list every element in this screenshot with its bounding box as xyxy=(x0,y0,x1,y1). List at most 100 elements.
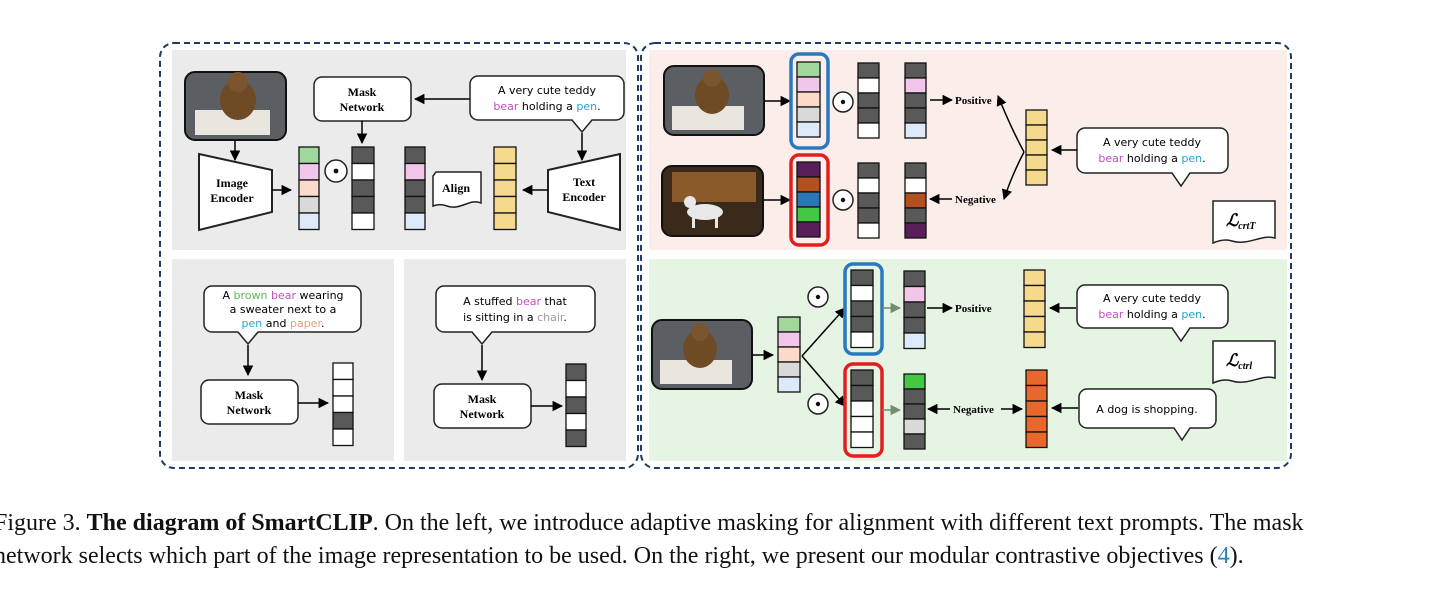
image-feature-left-cell xyxy=(298,179,320,198)
masked-feature-left-cell xyxy=(404,146,426,165)
text-feature-bottom xyxy=(1023,269,1046,349)
odot-positive-top xyxy=(832,91,854,113)
mask-vector-left xyxy=(351,146,375,231)
teddy-feature-top xyxy=(796,61,821,138)
prompt-bubble-dog xyxy=(1078,388,1217,442)
mask-network-a-box xyxy=(200,379,299,425)
masked-pos-top-cell xyxy=(904,107,927,124)
odot-negative-top xyxy=(832,189,854,211)
text-encoder-label-2: Encoder xyxy=(562,190,606,204)
negative-feature-outline xyxy=(789,153,830,247)
text-feature-left-cell xyxy=(493,212,517,231)
text-feature-left-cell xyxy=(493,146,517,165)
text-encoder-label-1: Text xyxy=(573,175,595,189)
masked-pos-bottom xyxy=(903,270,926,350)
masked-neg-bottom xyxy=(903,373,926,450)
teddy-feature-bottom-cell xyxy=(777,316,801,333)
image-encoder-label-2: Encoder xyxy=(210,191,254,205)
mask-pos-bottom-cell xyxy=(850,315,874,333)
positive-mask-outline xyxy=(843,262,884,356)
masked-pos-bottom-cell xyxy=(903,270,926,288)
text-encoder xyxy=(547,152,621,232)
masked-neg-top-cell xyxy=(904,192,927,209)
loss-box-bottom xyxy=(1212,340,1276,385)
mask-vector-left-cell xyxy=(351,179,375,198)
text-feature-bottom-cell xyxy=(1023,315,1046,333)
mask-vector-b-cell xyxy=(565,396,587,415)
mask-vector-b-cell xyxy=(565,379,587,398)
feature-vector-stacks xyxy=(298,61,1048,450)
prompt-main-line2: bear holding a pen. xyxy=(493,100,600,113)
dog-feature-top-cell xyxy=(796,191,821,208)
mask-vector-left-cell xyxy=(351,195,375,214)
text-feature-top-cell xyxy=(1025,109,1048,126)
mask-vector-b-cell xyxy=(565,363,587,382)
mask-neg-bottom-cell xyxy=(850,384,874,402)
text-feature-dog-cell xyxy=(1025,415,1048,433)
text-feature-top-cell xyxy=(1025,139,1048,156)
teddy-feature-bottom-cell xyxy=(777,376,801,393)
negative-label-top: Negative xyxy=(955,194,996,206)
teddy-photo xyxy=(184,71,287,141)
masked-pos-top-cell xyxy=(904,122,927,139)
masked-feature-left xyxy=(404,146,426,231)
mask-vector-left-cell xyxy=(351,212,375,231)
text-feature-dog-cell xyxy=(1025,400,1048,418)
left-frame xyxy=(159,42,639,469)
mask-neg-top xyxy=(857,162,880,239)
masked-neg-top-cell xyxy=(904,162,927,179)
prompt-teddy-top-line1: A very cute teddy xyxy=(1103,136,1201,149)
dog-feature-top-cell xyxy=(796,221,821,238)
prompt-a-line1: A brown bear wearing xyxy=(222,289,343,302)
text-feature-bottom-cell xyxy=(1023,300,1046,318)
prompt-b-line2: is sitting in a chair. xyxy=(463,311,567,324)
text-feature-left xyxy=(493,146,517,231)
masked-neg-bottom-cell xyxy=(903,388,926,405)
positive-feature-outline xyxy=(789,52,830,150)
prompt-a-line3: pen and paper. xyxy=(242,317,325,330)
masked-neg-top-cell xyxy=(904,222,927,239)
odot-negative-bottom xyxy=(807,393,829,415)
masked-neg-bottom-cell xyxy=(903,433,926,450)
text-feature-top xyxy=(1025,109,1048,186)
mask-neg-top-cell xyxy=(857,207,880,224)
mask-vector-a-cell xyxy=(332,428,354,447)
text-feature-dog-cell xyxy=(1025,431,1048,449)
mask-vector-left-cell xyxy=(351,162,375,181)
image-feature-left-cell xyxy=(298,146,320,165)
prompt-bubble-a xyxy=(203,285,362,346)
smartclip-diagram: Image Encoder Mask Network A very cute t… xyxy=(159,42,1292,469)
mask-pos-top-cell xyxy=(857,122,880,139)
teddy-feature-bottom xyxy=(777,316,801,393)
mask-neg-bottom-cell xyxy=(850,431,874,449)
mask-vector-b-cell xyxy=(565,429,587,448)
image-feature-left-cell xyxy=(298,162,320,181)
mask-pos-top-cell xyxy=(857,107,880,124)
mask-pos-top-cell xyxy=(857,62,880,79)
align-label-box xyxy=(432,171,482,208)
mask-pos-bottom xyxy=(850,269,874,349)
negative-label-bottom: Negative xyxy=(953,404,994,416)
prompt-a-line2: a sweater next to a xyxy=(230,303,337,316)
text-feature-bottom-cell xyxy=(1023,331,1046,349)
image-feature-left-cell xyxy=(298,212,320,231)
mask-network-a-label-1: Mask xyxy=(235,388,264,402)
mask-pos-bottom-cell xyxy=(850,269,874,287)
right-frame xyxy=(640,42,1292,469)
teddy-feature-top-cell xyxy=(796,61,821,78)
mask-network-label-2: Network xyxy=(340,100,385,114)
mask-network-box xyxy=(313,76,412,122)
mask-neg-bottom-cell xyxy=(850,400,874,418)
mask-neg-bottom xyxy=(850,369,874,449)
caption-line-1: Figure 3. The diagram of SmartCLIP. On t… xyxy=(0,510,1304,536)
mask-neg-top-cell xyxy=(857,162,880,179)
mask-neg-top-cell xyxy=(857,192,880,209)
mask-vector-a xyxy=(332,362,354,447)
mask-vector-b-cell xyxy=(565,412,587,431)
dog-feature-top-cell xyxy=(796,161,821,178)
teddy-feature-top-cell xyxy=(796,91,821,108)
mask-pos-bottom-cell xyxy=(850,300,874,318)
mask-vector-a-cell xyxy=(332,411,354,430)
mask-network-a-label-2: Network xyxy=(227,403,272,417)
mask-pos-top-cell xyxy=(857,92,880,109)
